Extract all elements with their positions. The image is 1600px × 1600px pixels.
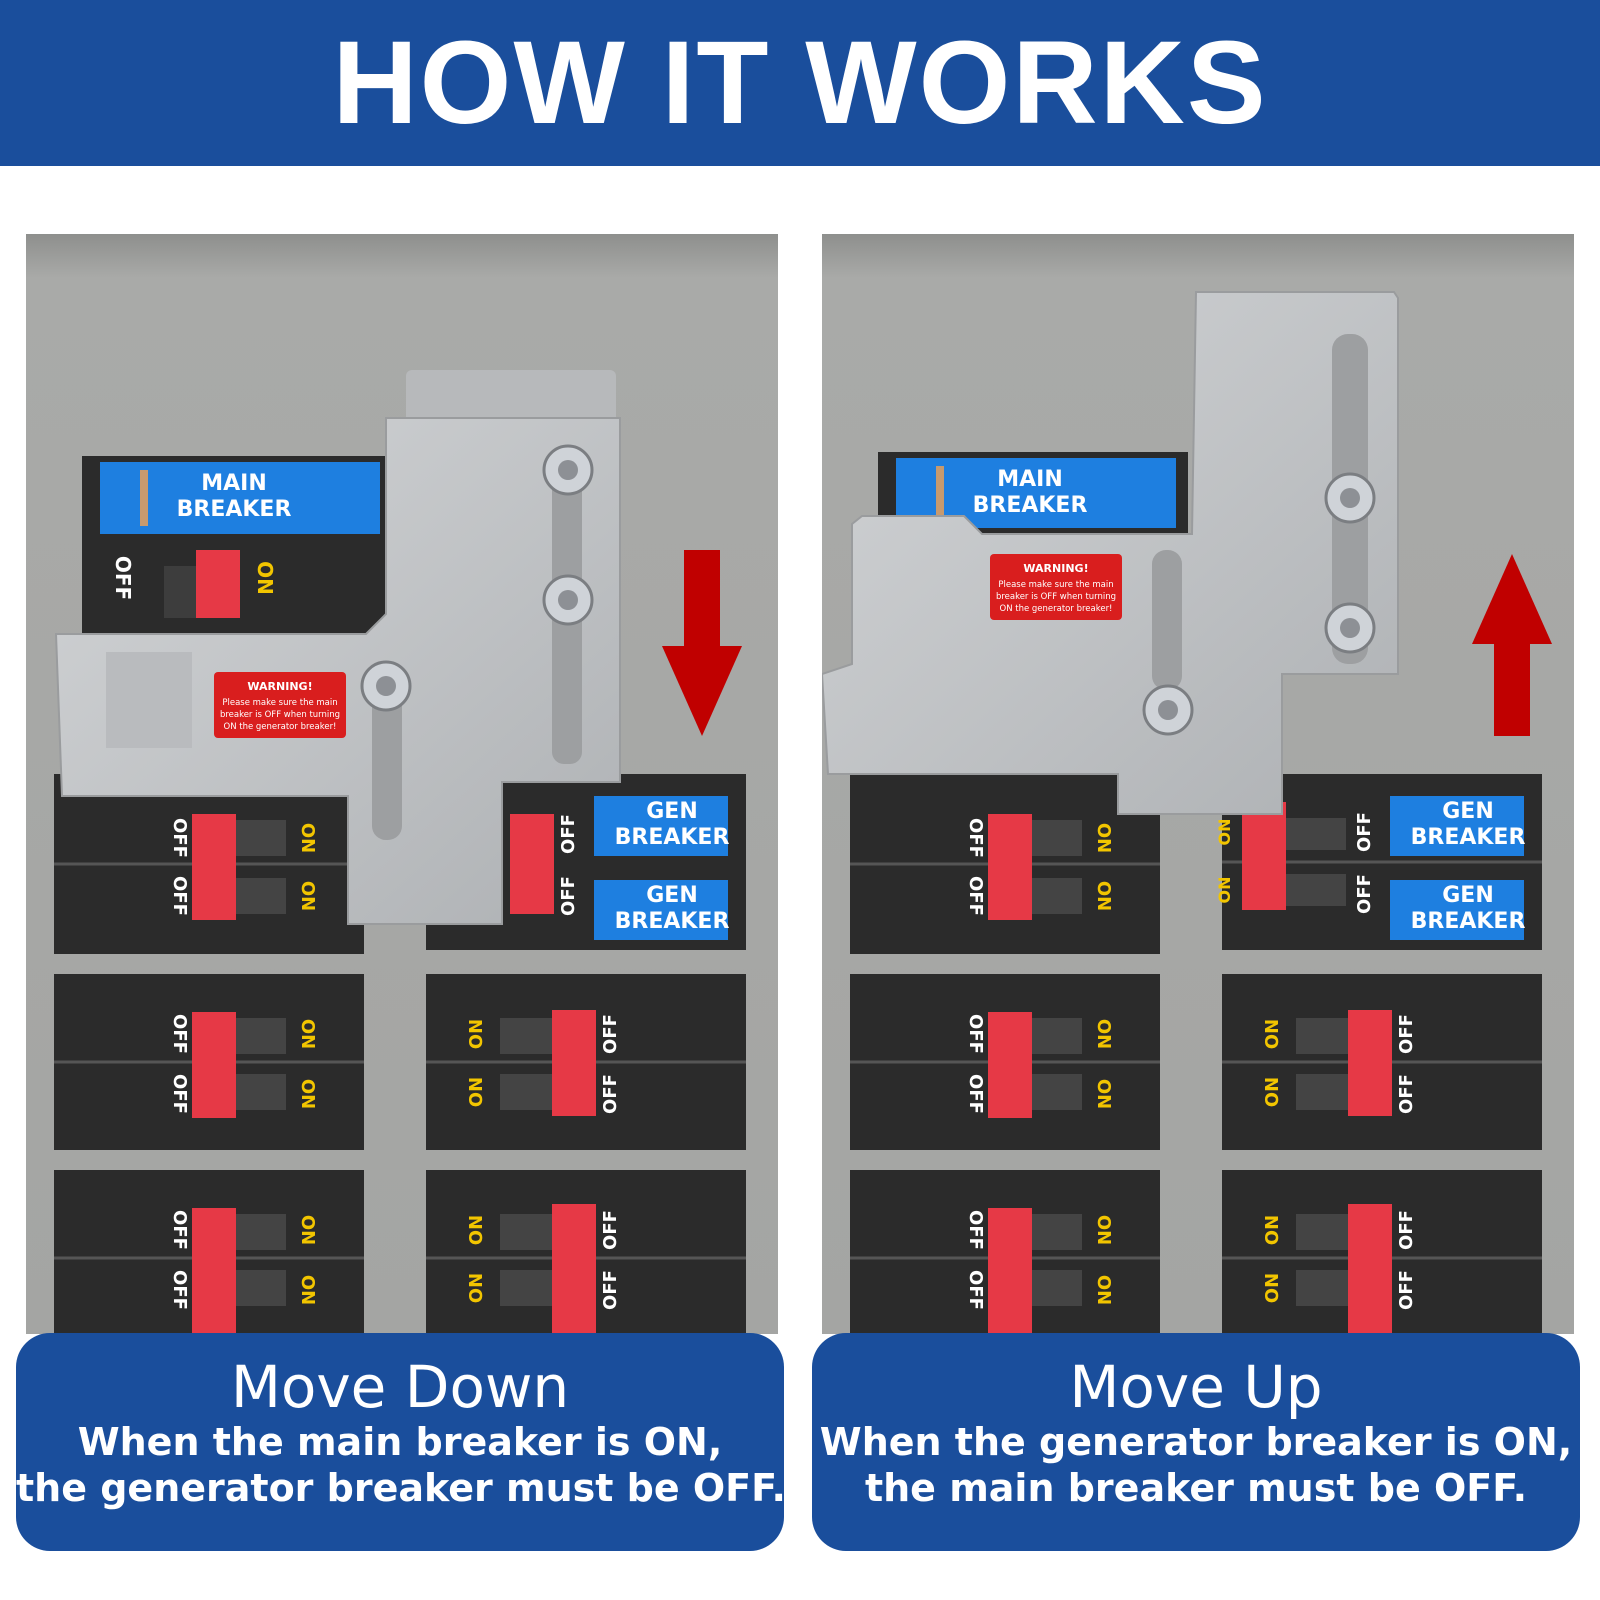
off-label: OFF <box>169 818 190 858</box>
off-label: OFF <box>600 1014 621 1054</box>
arrow-up-icon <box>1472 554 1552 736</box>
on-label: ON <box>297 823 318 853</box>
gen-label-1a: GEN <box>1442 799 1494 824</box>
warning-sticker: WARNING! Please make sure the main break… <box>990 554 1122 620</box>
off-label: OFF <box>600 1074 621 1114</box>
on-label: ON <box>1093 1019 1114 1049</box>
on-label: ON <box>466 1019 487 1049</box>
caption-line-2: the main breaker must be OFF. <box>864 1466 1528 1510</box>
off-label: OFF <box>1396 1014 1417 1054</box>
on-label: ON <box>297 1079 318 1109</box>
off-label: OFF <box>169 876 190 916</box>
on-label: ON <box>297 881 318 911</box>
warning-line-3: ON the generator breaker! <box>1000 604 1113 614</box>
screw-icon <box>360 660 412 712</box>
gen-breakers: GEN BREAKER GEN BREAKER OFF OFF <box>426 774 746 950</box>
on-label: ON <box>1093 1215 1114 1245</box>
breaker-group-left: OFF OFF ON ON OFF OFF ON ON OFF OFF ON O… <box>54 774 364 1334</box>
gen-off-label-2: OFF <box>558 876 579 916</box>
on-label: ON <box>466 1077 487 1107</box>
gen-breakers: ON ON OFF OFF GEN BREAKER GEN BREAKER <box>1215 774 1542 950</box>
on-label: ON <box>1262 1077 1283 1107</box>
off-label: OFF <box>1396 1074 1417 1114</box>
gen-label-1b: BREAKER <box>615 825 730 850</box>
screw-icon <box>1324 602 1376 654</box>
warning-line-2: breaker is OFF when turning <box>996 592 1116 602</box>
right-panel-illustration: MAIN BREAKER OFF OFF OFF ON ON OFF OFF O… <box>822 234 1574 1334</box>
on-label: ON <box>297 1275 318 1305</box>
gen-label-2a: GEN <box>1442 883 1494 908</box>
on-label: ON <box>1093 1275 1114 1305</box>
main-label-2: BREAKER <box>177 497 292 522</box>
off-label: OFF <box>965 1014 986 1054</box>
caption-title: Move Up <box>1069 1353 1323 1421</box>
main-label-2: BREAKER <box>973 493 1088 518</box>
off-label: OFF <box>600 1210 621 1250</box>
warning-line-2: breaker is OFF when turning <box>220 710 340 720</box>
off-label: OFF <box>1354 874 1375 914</box>
off-label: OFF <box>1396 1270 1417 1310</box>
caption-line-2: the generator breaker must be OFF. <box>16 1466 786 1510</box>
screw-icon <box>1142 684 1194 736</box>
off-label: OFF <box>965 1210 986 1250</box>
warning-sticker: WARNING! Please make sure the main break… <box>214 672 346 738</box>
on-label: ON <box>1262 1273 1283 1303</box>
caption-title: Move Down <box>230 1353 570 1421</box>
arrow-down-icon <box>662 550 742 736</box>
caption-move-down: Move Down When the main breaker is ON, t… <box>16 1333 786 1551</box>
on-label: ON <box>466 1215 487 1245</box>
off-label: OFF <box>965 876 986 916</box>
gen-off-label-1: OFF <box>558 814 579 854</box>
on-label: ON <box>297 1215 318 1245</box>
gen-label-2b: BREAKER <box>615 909 730 934</box>
on-label: ON <box>1262 1019 1283 1049</box>
off-label: OFF <box>169 1210 190 1250</box>
off-label: OFF <box>965 818 986 858</box>
screw-icon <box>1324 472 1376 524</box>
off-label: OFF <box>1354 812 1375 852</box>
interlock-plate: WARNING! Please make sure the main break… <box>54 370 621 925</box>
off-label: OFF <box>169 1014 190 1054</box>
header-banner: HOW IT WORKS <box>0 0 1600 166</box>
interlock-plate: WARNING! Please make sure the main break… <box>822 291 1399 815</box>
gen-label-2b: BREAKER <box>1411 909 1526 934</box>
on-label: ON <box>466 1273 487 1303</box>
off-label: OFF <box>965 1270 986 1310</box>
off-label: OFF <box>169 1074 190 1114</box>
on-label: ON <box>1215 819 1234 846</box>
off-label: OFF <box>1396 1210 1417 1250</box>
breaker-group-right: ON ON OFF OFF ON ON OFF OFF <box>1222 974 1542 1334</box>
gen-label-2a: GEN <box>646 883 698 908</box>
on-label: ON <box>1093 881 1114 911</box>
warning-title: WARNING! <box>1023 562 1088 575</box>
main-label-1: MAIN <box>997 467 1063 492</box>
caption-line-1: When the main breaker is ON, <box>77 1420 723 1464</box>
main-breaker: MAIN BREAKER OFF ON <box>82 456 392 676</box>
screw-icon <box>542 574 594 626</box>
main-on-label: ON <box>253 561 277 595</box>
caption-move-up: Move Up When the generator breaker is ON… <box>812 1333 1580 1551</box>
main-label-1: MAIN <box>201 471 267 496</box>
on-label: ON <box>1262 1215 1283 1245</box>
off-label: OFF <box>965 1074 986 1114</box>
gen-label-1a: GEN <box>646 799 698 824</box>
page-title: HOW IT WORKS <box>332 17 1268 149</box>
warning-line-1: Please make sure the main <box>222 698 337 708</box>
on-label: ON <box>297 1019 318 1049</box>
warning-line-3: ON the generator breaker! <box>224 722 337 732</box>
off-label: OFF <box>169 1270 190 1310</box>
breaker-group-right: ON ON OFF OFF ON ON OFF OFF <box>426 974 746 1334</box>
on-label: ON <box>1093 823 1114 853</box>
on-label: ON <box>1093 1079 1114 1109</box>
warning-title: WARNING! <box>247 680 312 693</box>
screw-icon <box>542 444 594 496</box>
off-label: OFF <box>600 1270 621 1310</box>
main-off-label: OFF <box>111 556 135 600</box>
breaker-group-left: OFF OFF ON ON OFF OFF ON ON OFF OFF ON O… <box>850 774 1160 1334</box>
warning-line-1: Please make sure the main <box>998 580 1113 590</box>
on-label: ON <box>1215 877 1234 904</box>
gen-label-1b: BREAKER <box>1411 825 1526 850</box>
left-panel-illustration: MAIN BREAKER OFF ON GEN BREAKER GEN BREA… <box>26 234 778 1334</box>
caption-line-1: When the generator breaker is ON, <box>819 1420 1573 1464</box>
